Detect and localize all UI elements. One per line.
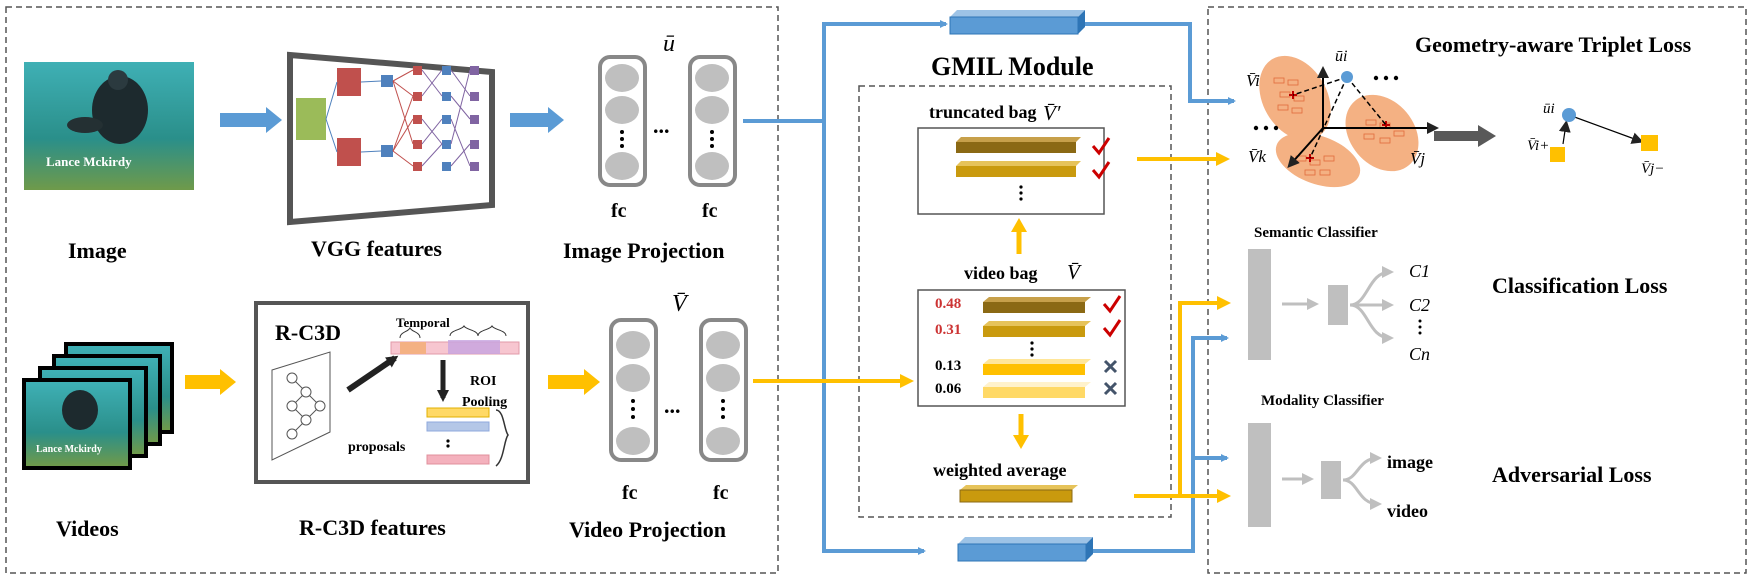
rc3d-title: R-C3D (275, 320, 341, 345)
vgg-features-label: VGG features (311, 236, 442, 261)
image-projection-symbol: ū (663, 31, 675, 57)
fc-label: fc (611, 200, 627, 222)
vi-label: V̄i (1246, 71, 1260, 90)
class-label: C2 (1409, 295, 1430, 315)
ui-label: ūi (1335, 48, 1347, 65)
check-icon (1091, 161, 1111, 180)
truncated-feature-bar (956, 137, 1081, 153)
score-label: 0.31 (935, 322, 961, 338)
video-feature-bar (983, 321, 1091, 337)
vk-label: V̄k (1248, 147, 1266, 166)
weighted-average-bar (959, 485, 1078, 503)
rc3d-features-label: R-C3D features (299, 515, 446, 540)
triplet-loss-title: Geometry-aware Triplet Loss (1415, 32, 1692, 57)
truncated-bag-symbol: V̄′ (1043, 101, 1061, 125)
video-projection-symbol: V̄ (672, 291, 689, 317)
image-projection: ... ū fc fc (598, 31, 737, 222)
video-projection: ... V̄ fc fc (609, 291, 748, 504)
proposals-label: proposals (348, 440, 406, 455)
video-projection-label: Video Projection (569, 517, 726, 542)
gmil-title: GMIL Module (931, 52, 1094, 81)
modality-classifier-layer (1248, 423, 1271, 527)
projection-dots: ... (653, 113, 670, 138)
semantic-classifier-layer (1248, 249, 1271, 360)
vj-minus-label: V̄j− (1641, 161, 1664, 177)
projection-dots: ... (664, 393, 681, 418)
modality-classifier-label: Modality Classifier (1261, 393, 1384, 409)
image-embedding-bar (957, 537, 1093, 562)
image-embedding-bar (949, 10, 1085, 35)
temporal-label: Temporal (396, 315, 450, 330)
video-feature-bar (983, 297, 1091, 313)
truncated-feature-bar (956, 161, 1081, 177)
pooling-label: Pooling (462, 395, 507, 410)
gmil-panel-border (858, 85, 1172, 518)
score-label: 0.06 (935, 381, 962, 397)
image-caption: Lance Mckirdy (46, 154, 132, 169)
modality-output-label: image (1387, 452, 1433, 472)
check-icon (1102, 295, 1122, 314)
embedding-space: V̄i ūi V̄k V̄j (1246, 48, 1439, 188)
score-label: 0.48 (935, 296, 961, 312)
right-panel-border (1207, 6, 1747, 574)
triplet-result: ūi V̄i+ V̄j− (1527, 101, 1664, 177)
video-feature-bar (983, 382, 1091, 398)
fc-label: fc (622, 482, 638, 504)
input-image: Lance Mckirdy (24, 62, 194, 190)
class-label: C1 (1409, 261, 1430, 281)
check-icon (1102, 319, 1122, 338)
truncated-bag-label: truncated bag (929, 102, 1037, 122)
semantic-classifier-label: Semantic Classifier (1254, 225, 1378, 241)
video-feature-bar (983, 359, 1091, 375)
fc-label: fc (713, 482, 729, 504)
classification-loss-label: Classification Loss (1492, 273, 1668, 298)
video-bag-label: video bag (964, 263, 1038, 283)
modality-output-label: video (1387, 501, 1428, 521)
score-label: 0.13 (935, 358, 961, 374)
video-caption: Lance Mckirdy (36, 444, 102, 455)
rc3d-box: R-C3D Temporal ROI Pooling proposals (254, 301, 530, 484)
class-label: Cn (1409, 344, 1430, 364)
semantic-classifier-output (1328, 285, 1348, 325)
left-panel-border (5, 6, 779, 574)
yellow-connectors (753, 152, 1231, 503)
vgg-network (287, 51, 495, 226)
adversarial-loss-label: Adversarial Loss (1492, 462, 1652, 487)
ui-label: ūi (1543, 101, 1555, 117)
weighted-average-label: weighted average (933, 460, 1066, 480)
modality-classifier-output (1321, 461, 1341, 499)
blue-connectors (743, 20, 1236, 555)
roi-label: ROI (470, 374, 496, 389)
check-icon (1091, 137, 1111, 156)
input-videos: Lance Mckirdy (22, 342, 174, 470)
vj-label: V̄j (1410, 149, 1425, 168)
videos-label: Videos (56, 516, 119, 541)
image-projection-label: Image Projection (563, 238, 725, 263)
cross-icon (1103, 359, 1118, 374)
vi-plus-label: V̄i+ (1527, 138, 1549, 154)
fc-label: fc (702, 200, 718, 222)
video-bag-symbol: V̄ (1067, 260, 1082, 284)
image-label: Image (68, 238, 127, 263)
cross-icon (1103, 381, 1118, 396)
